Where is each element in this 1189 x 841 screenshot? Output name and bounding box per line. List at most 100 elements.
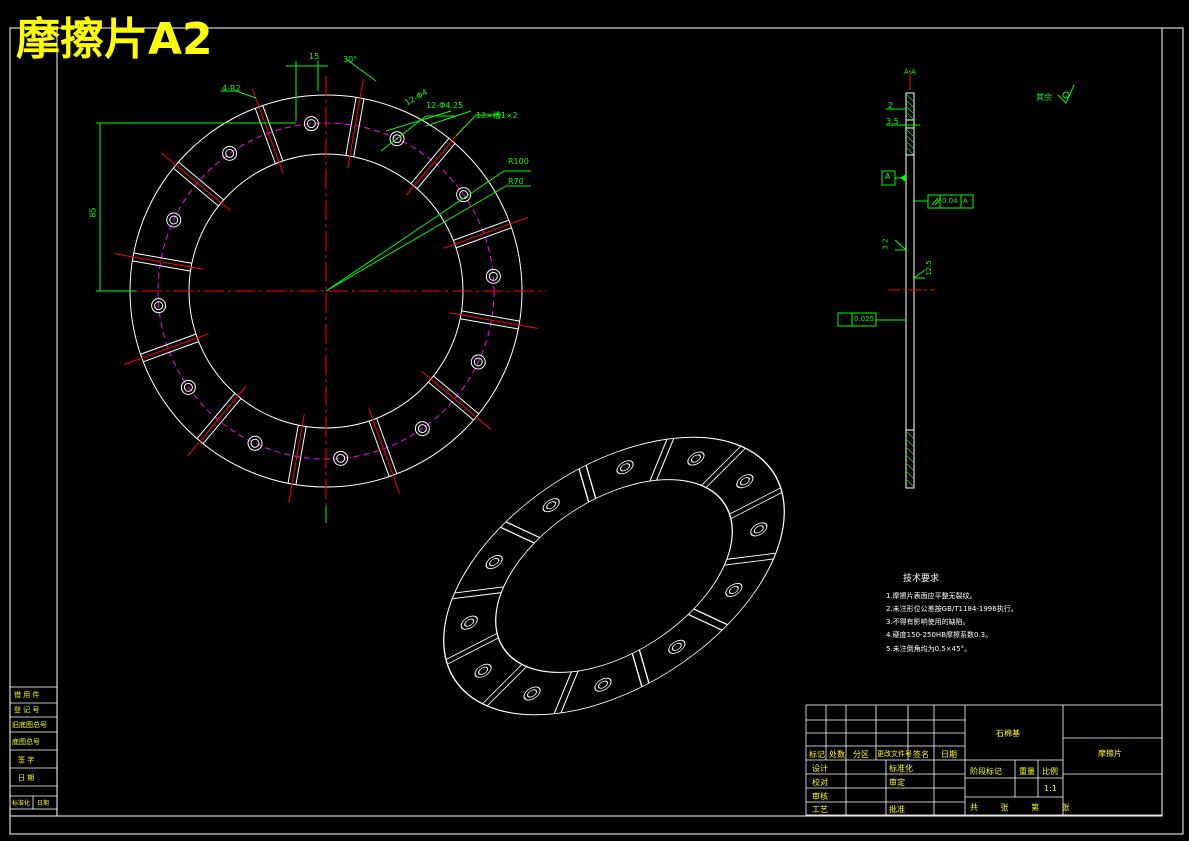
bolt-hole-outer — [303, 116, 319, 132]
dim-15: 15 — [309, 52, 320, 61]
dim-3-5: 3.5 — [886, 117, 899, 126]
iso-slot-edge — [451, 592, 502, 600]
slot-centerline — [405, 125, 465, 196]
section-view — [837, 70, 1075, 489]
flatness-value: 0.025 — [854, 315, 875, 323]
slot-edge — [460, 318, 519, 330]
slot-edge — [368, 420, 390, 477]
dim-85: 85 — [88, 207, 98, 218]
iso-slot-edge — [649, 439, 668, 482]
iso-slot-edge — [445, 632, 498, 660]
slot-edge — [410, 137, 450, 184]
slot-edge — [132, 260, 191, 272]
left-std-date: 日期 — [37, 800, 50, 807]
bolt-hole-inner — [225, 148, 235, 158]
iso-bolt-hole-outer — [474, 663, 492, 678]
title-block — [805, 704, 1163, 816]
tb-stage: 阶段标记 — [970, 767, 1002, 776]
iso-bolt-hole-inner — [620, 463, 631, 472]
bolt-hole-outer — [333, 450, 349, 466]
slot-edge — [345, 97, 357, 156]
bolt-hole-inner — [183, 382, 193, 392]
iso-slot-edge — [454, 586, 504, 594]
slot-edge — [133, 252, 192, 264]
iso-slot-edge — [724, 558, 774, 566]
tb-process: 工艺 — [812, 805, 828, 814]
slot-edge — [455, 227, 512, 249]
dim-12-phi425: 12-Φ4.25 — [426, 101, 464, 110]
tb-standard: 标准化 — [889, 764, 913, 773]
radial-slots — [114, 79, 538, 503]
iso-bolt-hole-inner — [739, 477, 750, 486]
tech-item-1: 1.摩擦片表面应平整无裂纹。 — [886, 592, 977, 600]
iso-bolt-hole-outer — [616, 460, 634, 475]
iso-slot-edge — [638, 649, 650, 684]
iso-bolt-hole-inner — [464, 618, 475, 627]
tech-item-2: 2.未注形位公差按GB/T1184-1996执行。 — [886, 605, 1018, 613]
bolt-hole-outer — [180, 379, 196, 395]
tb-h-mark: 标记 — [809, 750, 825, 759]
tb-h-doc: 更改文件号 — [877, 750, 912, 758]
r100-leader — [325, 170, 505, 292]
slot-centerline — [449, 312, 538, 329]
iso-view — [443, 436, 785, 716]
bolt-hole-inner — [169, 215, 179, 225]
tb-check: 校对 — [812, 778, 828, 787]
iso-bolt-hole-outer — [750, 522, 768, 537]
iso-bolt-hole-outer — [668, 639, 686, 654]
iso-slot-edge — [701, 445, 742, 486]
dim-2: 2 — [888, 101, 894, 110]
iso-slot-edge — [656, 438, 675, 481]
slot-edge — [295, 426, 307, 485]
bolt-hole-inner — [336, 453, 346, 463]
tb-design: 设计 — [812, 764, 828, 773]
slot-edge — [178, 161, 224, 201]
iso-bolt-hole-inner — [478, 666, 489, 675]
rough-3-2: 3.2 — [881, 238, 890, 250]
iso-bolt-hole-outer — [460, 615, 478, 630]
slot-edge — [287, 425, 299, 484]
iso-bolt-hole-inner — [546, 501, 557, 510]
bolt-hole-inner — [488, 271, 498, 281]
tb-review: 审核 — [812, 792, 828, 801]
slot-centerline — [251, 88, 284, 174]
iso-slot-edge — [693, 608, 729, 626]
parallel-value: 0.04 — [942, 197, 958, 205]
slot-edge — [196, 393, 236, 439]
bolt-hole-inner — [417, 424, 427, 434]
slot-edge — [254, 108, 276, 164]
iso-bolt-hole-inner — [728, 585, 739, 595]
iso-bolt-hole-inner — [597, 680, 608, 689]
slot-centerline — [123, 333, 209, 366]
iso-bolt-hole-outer — [542, 498, 560, 513]
bolt-hole-outer — [470, 354, 486, 370]
iso-bolt-hole-inner — [489, 557, 500, 567]
tb-sheets: 共 张 第 张 — [970, 803, 1080, 812]
iso-bolt-hole-outer — [594, 677, 612, 692]
iso-slot-edge — [447, 637, 499, 665]
left-old: 旧底图总号 — [12, 721, 47, 729]
bolt-hole-outer — [456, 187, 472, 203]
iso-slot-edge — [499, 526, 535, 544]
iso-bolt-hole-outer — [523, 686, 541, 701]
outer-frame — [9, 27, 1184, 835]
slot-centerline — [160, 152, 231, 212]
iso-bolt-hole-inner — [671, 642, 682, 651]
left-base: 底图总号 — [12, 738, 40, 746]
left-sign: 签 字 — [18, 756, 35, 764]
iso-bolt-hole-outer — [725, 582, 743, 597]
slot-edge — [428, 381, 474, 421]
left-binding-block — [9, 686, 58, 810]
tb-weight: 重量 — [1019, 767, 1035, 776]
tb-part-name: 摩擦片 — [1098, 749, 1122, 758]
iso-bolt-hole-outer — [736, 474, 754, 489]
bolt-holes — [151, 116, 501, 466]
bolt-hole-outer — [247, 435, 263, 451]
tb-material: 石棉基 — [996, 729, 1020, 738]
tb-scale-value: 1:1 — [1044, 784, 1057, 793]
slot-centerline — [347, 79, 364, 168]
slot-centerline — [288, 414, 305, 503]
slot-edge — [433, 375, 480, 415]
rest-roughness: 其余 — [1036, 93, 1052, 102]
bolt-hole-outer — [485, 268, 501, 284]
